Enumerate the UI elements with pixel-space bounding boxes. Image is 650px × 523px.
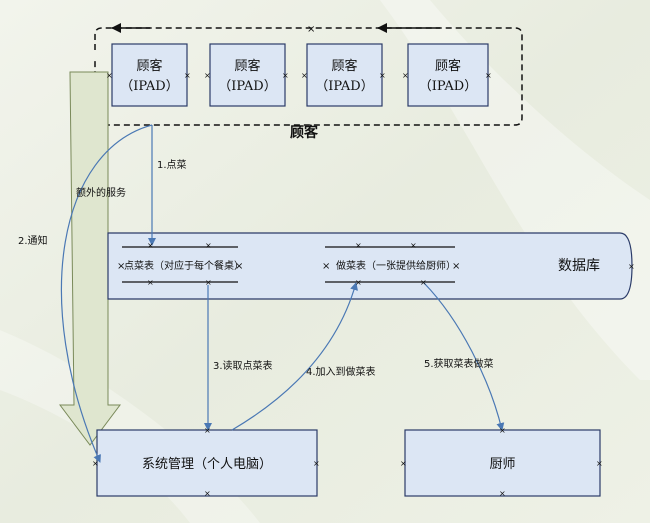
x-mark: ×	[485, 71, 492, 80]
extra-service-big-arrow	[59, 71, 121, 446]
database-cylinder	[107, 232, 633, 300]
x-mark: ×	[204, 489, 211, 498]
x-mark: ×	[379, 71, 386, 80]
customer-label: 顾客	[136, 58, 162, 74]
x-mark: ×	[355, 278, 362, 287]
x-mark: ×	[235, 261, 243, 272]
chef-node: 厨师	[404, 429, 601, 497]
x-mark: ×	[400, 459, 407, 468]
flow-fetch-cook-label: 5.获取菜表做菜	[424, 357, 494, 370]
customer-group-label: 顾客	[290, 124, 319, 141]
x-mark: ×	[410, 241, 417, 250]
order-table-label: 点菜表（对应于每个餐桌）	[124, 259, 244, 272]
chef-label: 厨师	[489, 457, 515, 472]
x-mark: ×	[499, 426, 506, 435]
customer-device-label: （IPAD）	[419, 79, 478, 94]
x-mark: ×	[106, 71, 113, 80]
x-mark: ×	[596, 459, 603, 468]
x-mark: ×	[117, 261, 125, 272]
database-label: 数据库	[558, 258, 600, 274]
x-mark: ×	[205, 241, 212, 250]
x-mark: ×	[322, 261, 330, 272]
x-mark: ×	[184, 71, 191, 80]
flow-read-order-label: 3.读取点菜表	[213, 359, 273, 372]
customer-device-label: （IPAD）	[218, 79, 277, 94]
x-mark: ×	[499, 489, 506, 498]
x-mark: ×	[204, 71, 211, 80]
flow-notify-arrow	[60, 124, 153, 463]
x-mark: ×	[420, 278, 427, 287]
x-mark: ×	[204, 426, 211, 435]
customer-label: 顾客	[435, 58, 461, 74]
x-mark: ×	[282, 71, 289, 80]
x-mark: ×	[355, 241, 362, 250]
flow-add-cook-label: 4.加入到做菜表	[306, 365, 376, 378]
x-mark: ×	[452, 261, 460, 272]
customer-ipad-3: 顾客 （IPAD）	[306, 43, 383, 107]
x-mark: ×	[402, 71, 409, 80]
customer-device-label: （IPAD）	[120, 79, 179, 94]
connection-markers: × × × × × × × × × × × × × × × × × × × × …	[92, 71, 635, 498]
x-mark: ×	[205, 278, 212, 287]
extra-service-label: 额外的服务	[76, 186, 126, 199]
x-mark: ×	[147, 278, 154, 287]
x-mark: ×	[147, 241, 154, 250]
x-mark: ×	[313, 459, 320, 468]
customer-label: 顾客	[331, 58, 357, 74]
x-mark: ×	[301, 71, 308, 80]
cook-table-label: 做菜表（一张提供给厨师）	[336, 259, 456, 272]
system-management-label: 系统管理（个人电脑）	[142, 457, 272, 472]
x-mark: ×	[628, 262, 635, 271]
customer-ipad-4: 顾客 （IPAD）	[407, 43, 489, 107]
flow-add-cook-arrow	[231, 282, 358, 431]
customer-ipad-1: 顾客 （IPAD）	[111, 43, 188, 107]
flow-order-label: 1.点菜	[157, 159, 187, 171]
system-management-node: 系统管理（个人电脑）	[96, 429, 318, 497]
x-mark: ×	[307, 24, 315, 35]
customer-ipad-2: 顾客 （IPAD）	[209, 43, 286, 107]
x-mark: ×	[92, 459, 99, 468]
customer-label: 顾客	[234, 58, 260, 74]
customer-device-label: （IPAD）	[315, 79, 374, 94]
flow-fetch-cook-arrow	[423, 282, 505, 431]
flow-notify-label: 2.通知	[18, 234, 48, 247]
